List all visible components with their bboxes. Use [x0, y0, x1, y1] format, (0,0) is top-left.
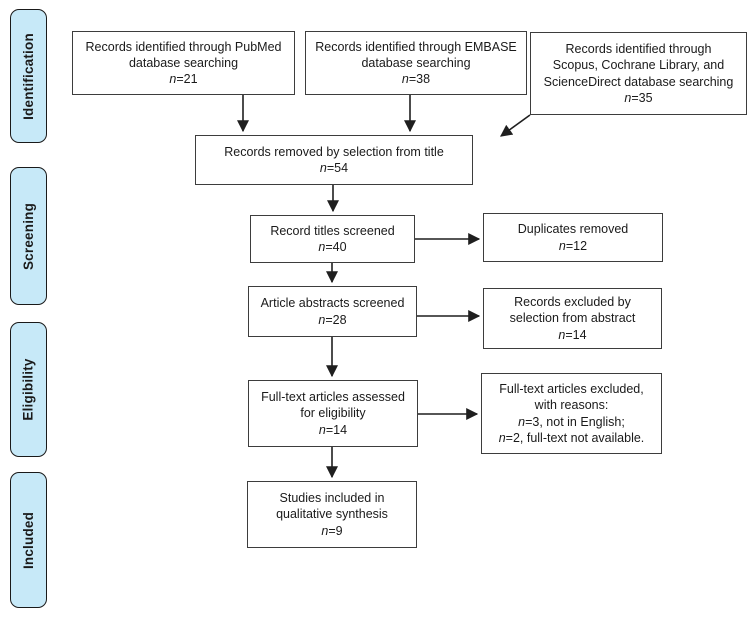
stage-label-eligibility-text: Eligibility [21, 358, 36, 421]
box-count: n=54 [319, 161, 349, 175]
box-fulltext-articles-assessed: Full-text articles assessed for eligibil… [248, 380, 418, 447]
box-studies-included-qualitative: Studies included in qualitative synthesi… [247, 481, 417, 548]
box-count: n=21 [169, 72, 198, 87]
box-text: Full-text articles excluded, [499, 382, 644, 396]
stage-label-identification: Identification [10, 9, 47, 143]
box-reason: n=2, full-text not available. [498, 430, 645, 445]
box-count: n=12 [558, 238, 588, 253]
box-text: Full-text articles assessed [261, 390, 405, 405]
stage-label-screening: Screening [10, 167, 47, 305]
box-text: for eligibility [300, 406, 366, 421]
box-text: with reasons: [534, 398, 609, 413]
box-record-titles-screened: Record titles screened n=40 [250, 215, 415, 263]
box-records-other-databases: Records identified through Scopus, Cochr… [530, 32, 747, 115]
box-count: n=14 [318, 422, 348, 437]
box-text: Studies included in [279, 491, 385, 506]
box-text: ScienceDirect database searching [543, 74, 734, 89]
box-text: Duplicates removed [517, 222, 629, 237]
box-count: n=14 [558, 327, 587, 342]
box-text: Records identified through EMBASE [315, 39, 517, 54]
stage-label-eligibility: Eligibility [10, 322, 47, 457]
box-text: Records removed by selection from title [224, 144, 444, 159]
box-text: selection from abstract [509, 311, 636, 326]
box-text: database searching [128, 55, 239, 70]
box-count: n=35 [624, 90, 653, 105]
box-records-pubmed: Records identified through PubMed databa… [72, 31, 295, 95]
box-count: n=28 [318, 312, 347, 327]
box-duplicates-removed: Duplicates removed n=12 [483, 213, 663, 262]
box-text: qualitative synthesis [276, 507, 388, 522]
box-text: Article abstracts screened [260, 296, 405, 311]
stage-label-identification-text: Identification [21, 32, 36, 120]
box-text: Records excluded by [514, 295, 631, 310]
box-fulltext-articles-excluded: Full-text articles excluded, with reason… [481, 373, 662, 454]
box-count: n=40 [318, 240, 347, 254]
box-text: Records identified through PubMed [85, 39, 282, 54]
stage-label-included-text: Included [21, 511, 37, 569]
box-records-embase: Records identified through EMBASE databa… [305, 31, 527, 95]
box-article-abstracts-screened: Article abstracts screened n=28 [248, 286, 417, 337]
box-records-removed-by-title: Records removed by selection from title … [195, 135, 473, 185]
box-records-excluded-by-abstract: Records excluded by selection from abstr… [483, 288, 662, 349]
box-text: Record titles screened [270, 223, 395, 238]
stage-label-included: Included [10, 472, 47, 608]
arrow-other-to-removed [500, 114, 531, 137]
stage-label-screening-text: Screening [21, 202, 37, 270]
box-reason: n=3, not in English; [518, 414, 625, 429]
box-text: Records identified through [565, 42, 712, 56]
box-count: n=9 [321, 523, 343, 538]
box-count: n=38 [401, 72, 431, 87]
box-text: Scopus, Cochrane Library, and [552, 58, 725, 73]
box-text: database searching [361, 55, 471, 70]
